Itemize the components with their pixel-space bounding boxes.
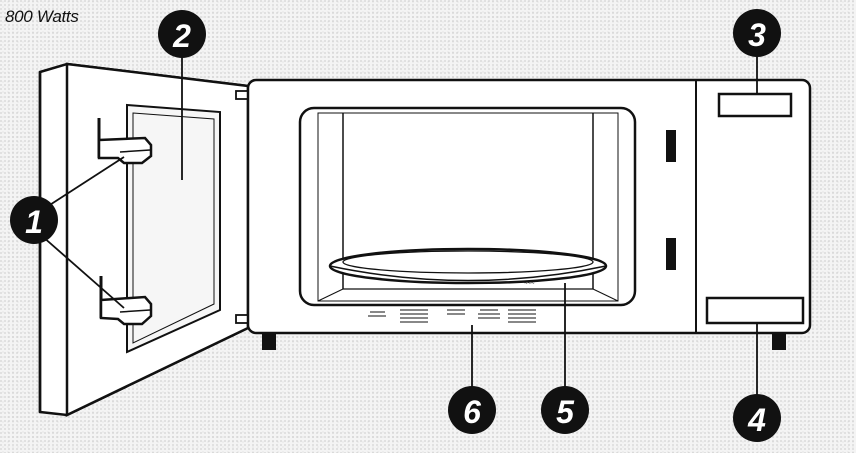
callout-5-badge: 5 — [541, 386, 589, 434]
svg-text:5: 5 — [556, 394, 575, 430]
svg-text:3: 3 — [748, 17, 766, 53]
leader-lines — [41, 46, 758, 398]
callout-2-badge: 2 — [158, 10, 206, 58]
callout-1-badge: 1 — [10, 196, 58, 244]
svg-text:2: 2 — [172, 18, 191, 54]
vent-grille — [368, 309, 536, 323]
callout-3-badge: 3 — [733, 9, 781, 57]
microwave-door — [38, 62, 250, 417]
door-window — [126, 103, 221, 354]
svg-text:~~~: ~~~ — [524, 281, 535, 287]
control-panel — [705, 296, 805, 325]
display-window — [717, 92, 793, 118]
door-interlock-slots — [666, 130, 676, 270]
svg-text:6: 6 — [463, 394, 481, 430]
svg-text:4: 4 — [747, 402, 766, 438]
svg-text:1: 1 — [25, 204, 43, 240]
turntable: ~~~ — [328, 247, 608, 287]
callout-6-badge: 6 — [448, 386, 496, 434]
upper-door-latch — [97, 118, 153, 165]
wattage-label: 800 Watts — [5, 7, 79, 26]
lower-door-latch — [99, 276, 153, 326]
callout-4-badge: 4 — [733, 394, 781, 442]
